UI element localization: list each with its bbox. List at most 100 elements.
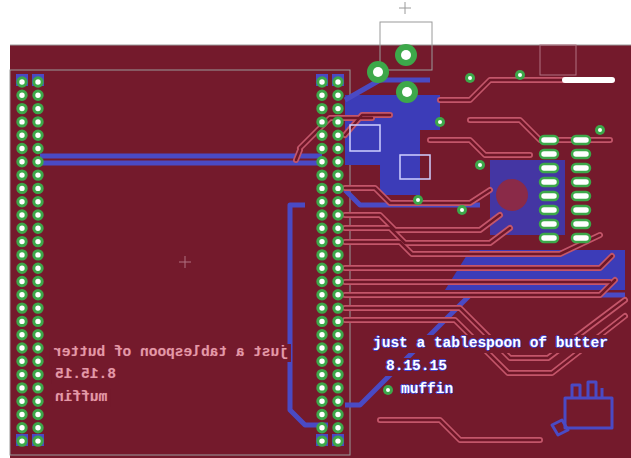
header-pin <box>334 104 342 112</box>
header-pin <box>334 211 342 219</box>
smd-pad <box>572 178 590 186</box>
header-pin <box>34 104 42 112</box>
header-pin <box>18 277 26 285</box>
via <box>595 125 605 135</box>
module-outline <box>10 70 350 455</box>
header-pin <box>18 304 26 312</box>
drill <box>373 67 383 77</box>
header-pin <box>34 331 42 339</box>
header-pin <box>334 277 342 285</box>
drill <box>460 208 464 212</box>
trace <box>40 154 322 159</box>
header-pin <box>318 118 326 126</box>
header-pin <box>18 144 26 152</box>
smd-pad <box>540 234 558 242</box>
header-pin <box>34 437 42 445</box>
origin-cross <box>179 256 191 268</box>
drill <box>478 163 482 167</box>
header-pin <box>318 384 326 392</box>
via <box>383 385 393 395</box>
pin-one-mark <box>332 74 344 86</box>
drill <box>468 76 472 80</box>
smd-pad <box>572 136 590 144</box>
header-pin <box>18 410 26 418</box>
header-pin <box>334 331 342 339</box>
header-pin <box>34 357 42 365</box>
copper-pour <box>490 160 565 235</box>
via <box>435 117 445 127</box>
header-pin <box>318 437 326 445</box>
header-pin <box>318 357 326 365</box>
smd-pad <box>540 164 558 172</box>
header-pin <box>334 384 342 392</box>
drill <box>598 128 602 132</box>
smd-pad <box>572 192 590 200</box>
header-pin <box>34 91 42 99</box>
header-pin <box>318 251 326 259</box>
logo-outline <box>572 382 602 398</box>
pin-one-mark <box>16 434 28 446</box>
header-pin <box>318 424 326 432</box>
pin-one-mark <box>316 74 328 86</box>
header-pin <box>18 211 26 219</box>
pin-one-mark <box>16 74 28 86</box>
header-pin <box>334 370 342 378</box>
header-pin <box>334 317 342 325</box>
header-pin <box>318 198 326 206</box>
header-pin <box>34 370 42 378</box>
smd-pad <box>540 206 558 214</box>
header-pin <box>18 224 26 232</box>
mount-hole <box>367 61 389 83</box>
header-pin <box>334 158 342 166</box>
header-pin <box>18 171 26 179</box>
header-pin <box>34 251 42 259</box>
mount-hole <box>396 81 418 103</box>
header-pin <box>334 144 342 152</box>
header-pin <box>334 291 342 299</box>
header-pin <box>318 131 326 139</box>
header-pin <box>318 264 326 272</box>
header-pin <box>34 131 42 139</box>
header-pin <box>18 291 26 299</box>
header-pin <box>334 171 342 179</box>
header-pin <box>318 224 326 232</box>
header-pin <box>318 331 326 339</box>
copper-pour <box>345 95 440 195</box>
header-pin <box>18 198 26 206</box>
header-pin <box>334 184 342 192</box>
header-pin <box>34 397 42 405</box>
silkscreen-text: muffin <box>398 381 456 399</box>
drill <box>416 198 420 202</box>
header-pin <box>34 78 42 86</box>
header-pin <box>334 237 342 245</box>
header-pin <box>18 357 26 365</box>
pin-one-mark <box>32 434 44 446</box>
header-pin <box>18 184 26 192</box>
header-pin <box>334 357 342 365</box>
silkscreen-text: just a tablespoon of butter <box>50 344 291 362</box>
board-copper <box>10 45 631 458</box>
header-pin <box>334 344 342 352</box>
header-pin <box>318 410 326 418</box>
header-pin <box>334 224 342 232</box>
header-pin <box>318 317 326 325</box>
header-pin <box>334 424 342 432</box>
header-pin <box>318 397 326 405</box>
header-pin <box>34 344 42 352</box>
header-pin <box>318 104 326 112</box>
header-pin <box>18 264 26 272</box>
header-pin <box>18 78 26 86</box>
header-pin <box>334 397 342 405</box>
header-pin <box>334 91 342 99</box>
via <box>515 70 525 80</box>
silkscreen-text: muffin <box>52 389 110 407</box>
header-pin <box>34 171 42 179</box>
top-traces <box>296 80 625 440</box>
smd-pad <box>540 178 558 186</box>
header-pin <box>18 424 26 432</box>
header-pin <box>318 211 326 219</box>
smd-pad <box>540 136 558 144</box>
header-pin <box>34 184 42 192</box>
smd-pad <box>572 150 590 158</box>
